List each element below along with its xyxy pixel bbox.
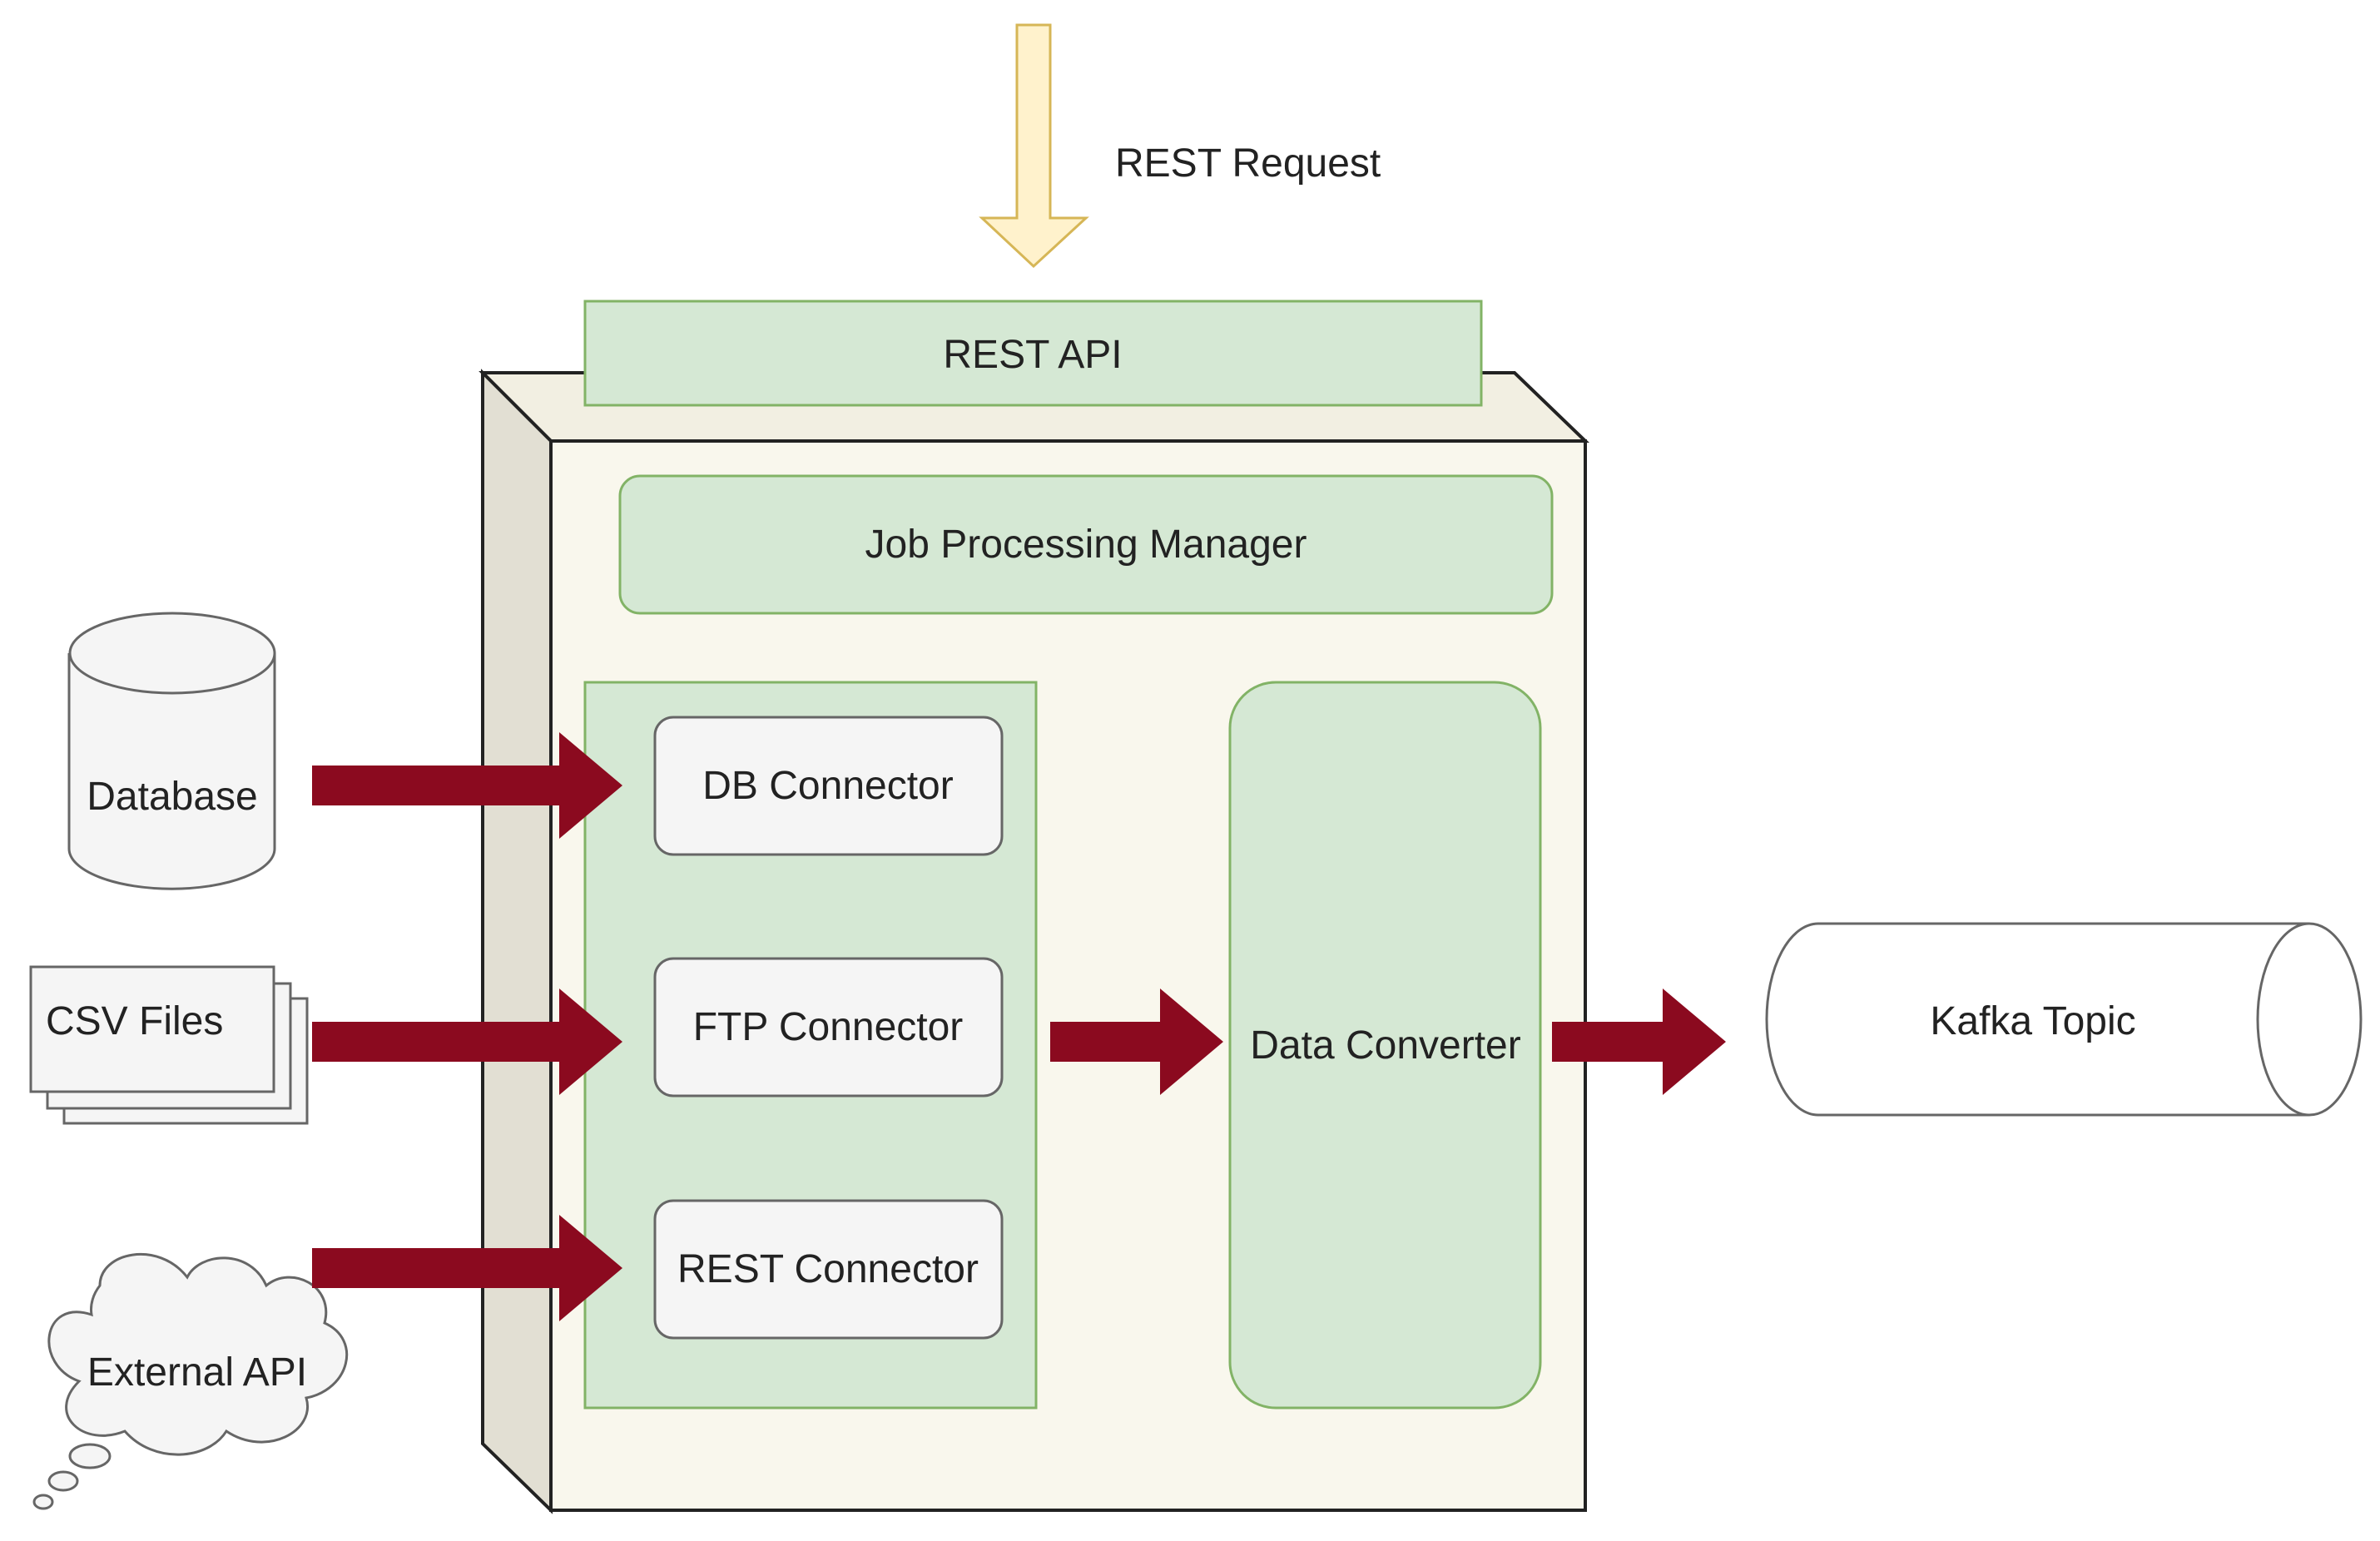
csv-files-label: CSV Files: [46, 999, 223, 1043]
rest-api-label: REST API: [943, 333, 1122, 377]
kafka-topic-cylinder-body: [1765, 922, 2309, 1117]
database-cylinder-top: [68, 612, 276, 695]
database-cylinder: [67, 612, 276, 890]
rest-api-box: [583, 300, 1483, 407]
thought-bubble-medium: [47, 1470, 79, 1492]
thought-bubble-small: [32, 1494, 54, 1510]
external-api-cloud-shape: [47, 1253, 349, 1456]
external-api-label: External API: [87, 1350, 307, 1395]
job-processing-manager-label: Job Processing Manager: [865, 523, 1307, 567]
database-cylinder-body: [67, 653, 276, 890]
csv-files-stack: [29, 965, 309, 1125]
ftp-connector-box: [653, 957, 1004, 1098]
rest-connector-box: [653, 1199, 1004, 1340]
kafka-topic-cylinder: [1765, 922, 2363, 1117]
kafka-topic-label: Kafka Topic: [1930, 999, 2135, 1043]
arrow-csv-to-ftp-connector: [312, 989, 622, 1095]
rest-request-arrow: [979, 23, 1089, 269]
db-connector-label: DB Connector: [702, 764, 953, 808]
arrow-connectors-to-data-converter: [1050, 989, 1223, 1095]
arrow-external-api-to-rest-connector: [312, 1215, 622, 1321]
kafka-topic-cylinder-end: [2256, 922, 2363, 1117]
db-connector-box: [653, 716, 1004, 856]
job-processing-manager-box: [618, 474, 1554, 615]
thought-bubble-large: [68, 1443, 112, 1469]
rest-request-arrow-shape: [979, 23, 1089, 269]
csv-file-sheet-front: [29, 965, 275, 1093]
arrow-data-converter-to-kafka: [1552, 989, 1726, 1095]
arrow-database-to-db-connector: [312, 732, 622, 839]
database-label: Database: [87, 775, 257, 819]
data-converter-box: [1228, 681, 1542, 1410]
data-converter-label: Data Converter: [1250, 1023, 1520, 1068]
external-api-cloud: [32, 1253, 349, 1510]
cube-side-face: [481, 369, 553, 1514]
rest-request-label: REST Request: [1115, 141, 1381, 186]
ftp-connector-label: FTP Connector: [693, 1005, 964, 1049]
rest-connector-label: REST Connector: [677, 1247, 979, 1291]
